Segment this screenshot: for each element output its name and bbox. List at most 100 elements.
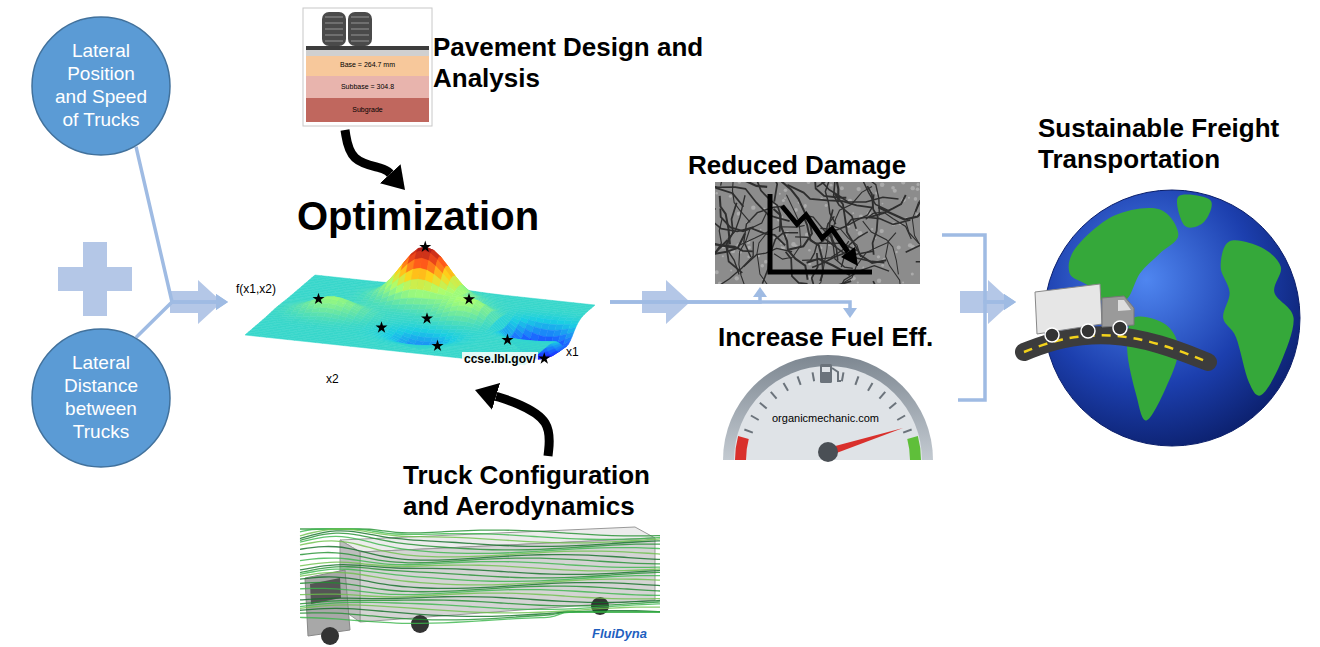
cracked-pavement-illustration — [751, 205, 755, 209]
cracked-pavement-illustration — [728, 195, 745, 274]
optimization-plot: Optimization — [228, 190, 610, 390]
cracked-pavement-illustration — [840, 186, 844, 190]
fuel-gauge-illustration — [784, 383, 789, 391]
fuel-gauge-illustration — [832, 368, 841, 381]
cracked-pavement-illustration — [902, 282, 904, 284]
watermark: organicmechanic.com — [770, 412, 881, 425]
fuel-gauge-illustration — [813, 372, 815, 381]
pavement-illustration — [322, 12, 346, 46]
pavement-illustration — [325, 34, 343, 36]
cracked-pavement-illustration — [915, 182, 920, 212]
cracked-pavement-illustration — [916, 262, 920, 284]
pavement-illustration — [306, 50, 429, 56]
circle-outline — [32, 329, 170, 467]
globe-illustration — [1045, 328, 1059, 342]
pavement-illustration — [348, 12, 372, 46]
circle-text: Lateral Position and Speed of Trucks — [51, 40, 151, 131]
cracked-pavement-illustration — [784, 188, 788, 192]
cracked-pavement-illustration — [729, 195, 732, 198]
surface-plot — [463, 293, 475, 304]
cracked-pavement-illustration — [856, 229, 858, 231]
cracked-pavement-illustration — [841, 247, 858, 266]
surface-plot — [375, 321, 387, 332]
pavement-illustration — [351, 40, 369, 42]
pavement-illustration — [303, 8, 432, 126]
cracked-pavement-illustration — [825, 204, 828, 207]
pavement-illustration — [306, 46, 429, 50]
heading-text: Pavement Design and Analysis — [433, 32, 743, 94]
fuel-gauge-illustration — [855, 376, 858, 384]
cracked-pavement-illustration — [821, 182, 899, 202]
cracked-pavement-illustration — [908, 197, 910, 199]
cracked-pavement-illustration — [877, 255, 880, 258]
fuel-gauge-illustration — [907, 436, 921, 460]
flow-connector — [136, 302, 216, 337]
cracked-pavement-illustration — [911, 186, 915, 190]
cracked-pavement-illustration — [757, 232, 769, 284]
cracked-pavement-illustration — [786, 252, 808, 284]
surface-plot — [572, 318, 581, 321]
circle-text: Lateral Distance between Trucks — [51, 352, 151, 443]
truck-aerodynamics-illustration — [321, 627, 339, 645]
surface-plot — [538, 352, 550, 363]
cracked-pavement-illustration — [867, 186, 877, 255]
pavement-illustration — [351, 34, 369, 36]
cracked-pavement-illustration — [722, 255, 724, 257]
cracked-pavement-illustration — [911, 272, 914, 275]
cracked-pavement-illustration — [912, 182, 920, 243]
fuel-gauge-illustration — [735, 436, 749, 460]
cracked-pavement-illustration — [866, 281, 891, 284]
cracked-pavement-illustration — [747, 246, 750, 249]
axis-label: x2 — [326, 372, 339, 386]
cracked-pavement-illustration — [862, 267, 864, 269]
pavement-illustration — [306, 56, 429, 76]
heading-text: Increase Fuel Eff. — [718, 322, 933, 353]
pavement-illustration — [306, 76, 429, 98]
watermark: ccse.lbl.gov/ — [462, 352, 538, 366]
cracked-pavement-illustration — [897, 245, 901, 249]
surface-plot — [245, 241, 595, 365]
plus-sign — [58, 242, 132, 316]
fuel-gauge-illustration — [842, 372, 844, 381]
pavement-illustration — [325, 22, 343, 24]
cracked-pavement-illustration — [760, 229, 762, 231]
cracked-pavement-illustration — [804, 206, 806, 208]
pavement-illustration — [325, 16, 343, 18]
cracked-pavement-illustration — [916, 187, 920, 191]
flow-connector — [958, 302, 1004, 400]
cracked-pavement-illustration — [848, 194, 874, 225]
heading-text: Reduced Damage — [688, 150, 906, 181]
influence-arrow — [345, 130, 390, 174]
fuel-gauge-illustration — [897, 416, 905, 421]
fuel-gauge-illustration — [798, 376, 801, 384]
influence-arrow — [496, 396, 549, 456]
cracked-pavement-illustration — [817, 182, 859, 187]
cracked-pavement-illustration — [914, 197, 918, 201]
layer-label: Subgrade — [306, 106, 429, 114]
cracked-pavement-illustration — [857, 282, 859, 284]
globe-illustration — [1118, 300, 1131, 311]
globe-figure: Sustainable Freight Transportation — [1016, 113, 1312, 448]
fuel-gauge-illustration — [744, 430, 752, 433]
cracked-pavement-illustration — [812, 251, 873, 267]
surface-plot — [501, 334, 513, 345]
fuel-gauge-illustration — [820, 364, 832, 383]
cracked-pavement-illustration — [906, 222, 920, 256]
globe-illustration — [1177, 195, 1212, 228]
layer-label: Base = 264.7 mm — [306, 61, 429, 69]
pavement-illustration — [306, 98, 429, 122]
cracked-pavement-illustration — [877, 279, 881, 283]
cracked-pavement-illustration — [891, 186, 895, 190]
cracked-pavement-illustration — [784, 197, 786, 199]
cracked-pavement-illustration — [916, 183, 919, 186]
cracked-pavement-illustration — [859, 182, 879, 215]
cracked-pavement-illustration — [881, 264, 884, 267]
pavement-illustration — [351, 16, 369, 18]
fuel-gauge-illustration — [903, 430, 911, 433]
fuel-gauge-illustration — [760, 403, 767, 409]
circle-outline — [32, 17, 170, 155]
